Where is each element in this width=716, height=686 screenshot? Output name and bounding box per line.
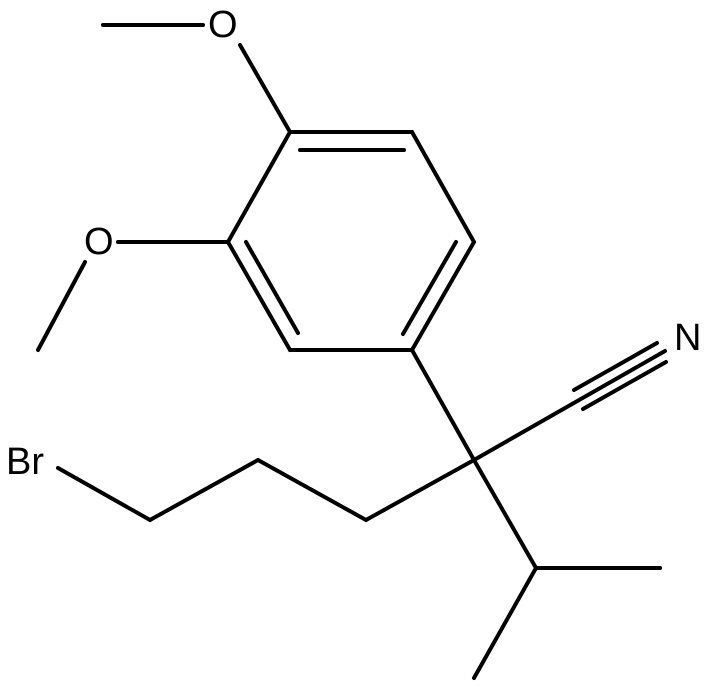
bond-methyl-o-left: [36, 260, 87, 352]
benzene-ring: [226, 130, 476, 352]
nitrile-triple-bond: [472, 341, 668, 462]
bond-ring-quaternary-c: [410, 348, 476, 462]
bromopropyl-chain: [56, 458, 476, 522]
bromine-label: Br: [6, 441, 44, 483]
oxygen-left-label: O: [84, 221, 114, 263]
oxygen-top-label: O: [208, 4, 238, 46]
nitrogen-label: N: [674, 317, 701, 359]
bond-o-top-ring: [238, 43, 292, 134]
bond-isopropyl-methyl-down: [472, 566, 538, 680]
bond-quaternary-c-isopropyl: [472, 458, 538, 570]
